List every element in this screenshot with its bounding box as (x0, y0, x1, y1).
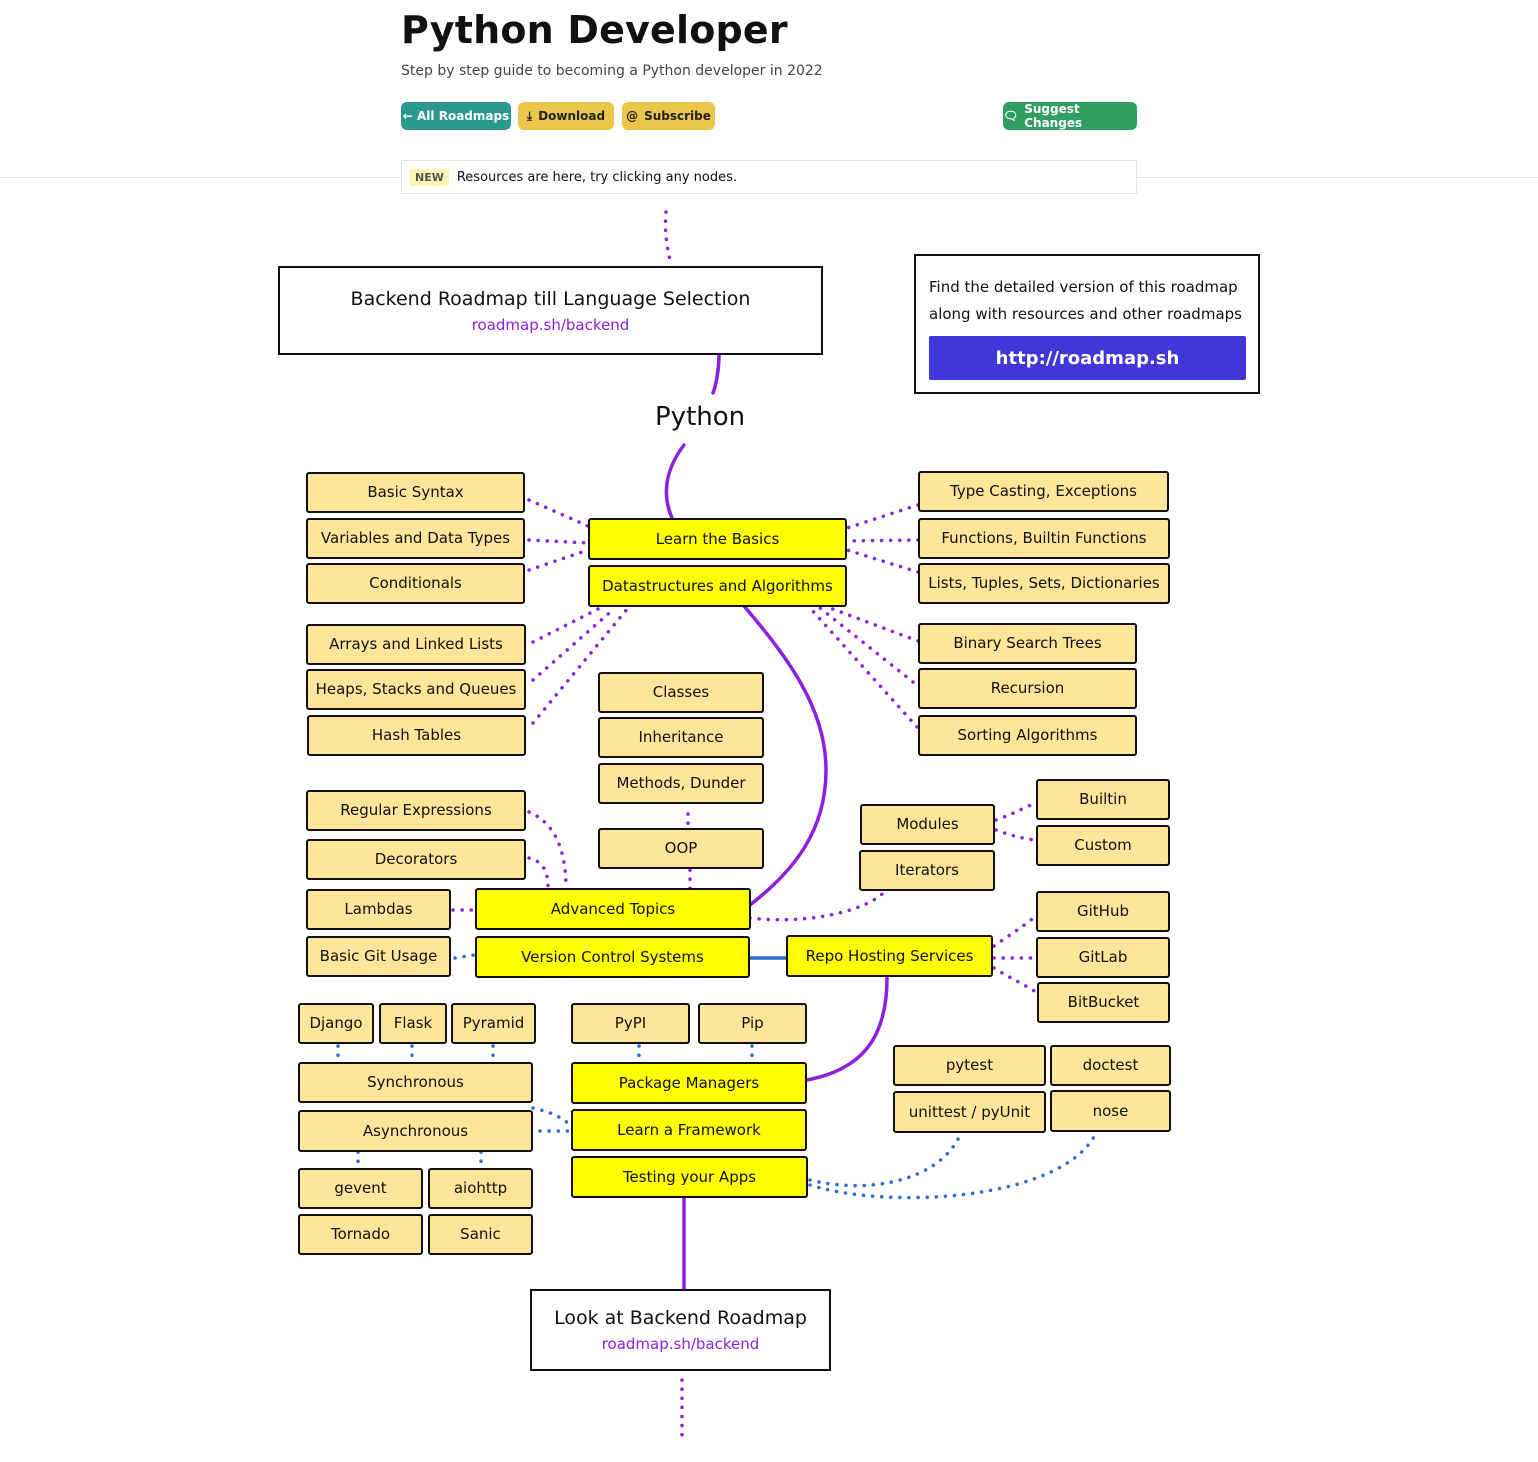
node-oop[interactable]: OOP (598, 828, 764, 869)
node-learn-the-basics[interactable]: Learn the Basics (588, 518, 847, 560)
node-heaps[interactable]: Heaps, Stacks and Queues (306, 669, 526, 710)
node-pypi[interactable]: PyPI (571, 1003, 690, 1044)
node-lists[interactable]: Lists, Tuples, Sets, Dictionaries (918, 563, 1170, 604)
node-package-managers[interactable]: Package Managers (571, 1062, 807, 1104)
subscribe-button[interactable]: @ Subscribe (622, 102, 715, 130)
all-roadmaps-button[interactable]: ← All Roadmaps (401, 102, 511, 130)
node-custom[interactable]: Custom (1036, 825, 1170, 866)
comment-icon: 🗨 (1003, 109, 1019, 123)
node-bst[interactable]: Binary Search Trees (918, 623, 1137, 664)
new-badge: NEW (410, 168, 449, 186)
backend-bottom-title: Look at Backend Roadmap (554, 1307, 807, 1329)
node-version-control[interactable]: Version Control Systems (475, 936, 750, 978)
download-icon: ⤓ (526, 108, 533, 123)
node-sanic[interactable]: Sanic (428, 1214, 533, 1255)
node-sorting[interactable]: Sorting Algorithms (918, 715, 1137, 756)
node-django[interactable]: Django (298, 1003, 374, 1044)
promo-box: Find the detailed version of this roadma… (914, 254, 1260, 394)
node-recursion[interactable]: Recursion (918, 668, 1137, 709)
node-inheritance[interactable]: Inheritance (598, 717, 764, 758)
new-notice-banner: NEW Resources are here, try clicking any… (401, 160, 1137, 194)
node-synchronous[interactable]: Synchronous (298, 1062, 533, 1103)
node-hash-tables[interactable]: Hash Tables (307, 715, 526, 756)
node-pip[interactable]: Pip (698, 1003, 807, 1044)
backend-top-link[interactable]: roadmap.sh/backend (471, 315, 630, 334)
node-gevent[interactable]: gevent (298, 1168, 423, 1209)
node-gitlab[interactable]: GitLab (1036, 937, 1170, 978)
node-datastructures[interactable]: Datastructures and Algorithms (588, 565, 847, 607)
node-bitbucket[interactable]: BitBucket (1037, 982, 1170, 1023)
node-flask[interactable]: Flask (379, 1003, 447, 1044)
node-aiohttp[interactable]: aiohttp (428, 1168, 533, 1209)
page-subtitle: Step by step guide to becoming a Python … (401, 63, 823, 79)
node-tornado[interactable]: Tornado (298, 1214, 423, 1255)
node-testing[interactable]: Testing your Apps (571, 1156, 808, 1198)
node-builtin[interactable]: Builtin (1036, 779, 1170, 820)
node-lambdas[interactable]: Lambdas (306, 889, 451, 930)
node-modules[interactable]: Modules (860, 804, 995, 845)
node-unittest[interactable]: unittest / pyUnit (893, 1091, 1046, 1133)
node-variables[interactable]: Variables and Data Types (306, 518, 525, 559)
node-conditionals[interactable]: Conditionals (306, 563, 525, 604)
backend-bottom-link[interactable]: roadmap.sh/backend (601, 1335, 760, 1353)
node-regex[interactable]: Regular Expressions (306, 790, 526, 831)
node-classes[interactable]: Classes (598, 672, 764, 713)
suggest-changes-button[interactable]: 🗨 Suggest Changes (1003, 102, 1137, 130)
backend-roadmap-bottom[interactable]: Look at Backend Roadmap roadmap.sh/backe… (530, 1289, 831, 1371)
node-doctest[interactable]: doctest (1050, 1045, 1171, 1086)
backend-top-title: Backend Roadmap till Language Selection (350, 287, 751, 310)
python-label: Python (655, 402, 746, 432)
node-asynchronous[interactable]: Asynchronous (298, 1110, 533, 1152)
notice-text: Resources are here, try clicking any nod… (456, 169, 738, 185)
roadmap-sh-button[interactable]: http://roadmap.sh (929, 336, 1246, 380)
node-arrays[interactable]: Arrays and Linked Lists (306, 624, 526, 665)
node-iterators[interactable]: Iterators (859, 850, 995, 891)
node-functions[interactable]: Functions, Builtin Functions (918, 518, 1170, 559)
node-basic-git[interactable]: Basic Git Usage (306, 936, 451, 977)
node-basic-syntax[interactable]: Basic Syntax (306, 472, 525, 513)
node-type-casting[interactable]: Type Casting, Exceptions (918, 471, 1169, 512)
node-pyramid[interactable]: Pyramid (451, 1003, 536, 1044)
node-nose[interactable]: nose (1050, 1090, 1171, 1132)
download-button[interactable]: ⤓ Download (518, 102, 614, 130)
backend-roadmap-top[interactable]: Backend Roadmap till Language Selection … (278, 266, 823, 355)
node-decorators[interactable]: Decorators (306, 839, 526, 880)
node-repo-hosting[interactable]: Repo Hosting Services (786, 935, 993, 977)
promo-text: Find the detailed version of this roadma… (929, 278, 1242, 323)
node-pytest[interactable]: pytest (893, 1045, 1046, 1086)
node-learn-framework[interactable]: Learn a Framework (571, 1109, 807, 1151)
at-icon: @ (626, 109, 639, 123)
node-methods-dunder[interactable]: Methods, Dunder (598, 763, 764, 804)
node-github[interactable]: GitHub (1036, 891, 1170, 932)
page-title: Python Developer (401, 8, 788, 52)
node-advanced-topics[interactable]: Advanced Topics (475, 888, 751, 930)
